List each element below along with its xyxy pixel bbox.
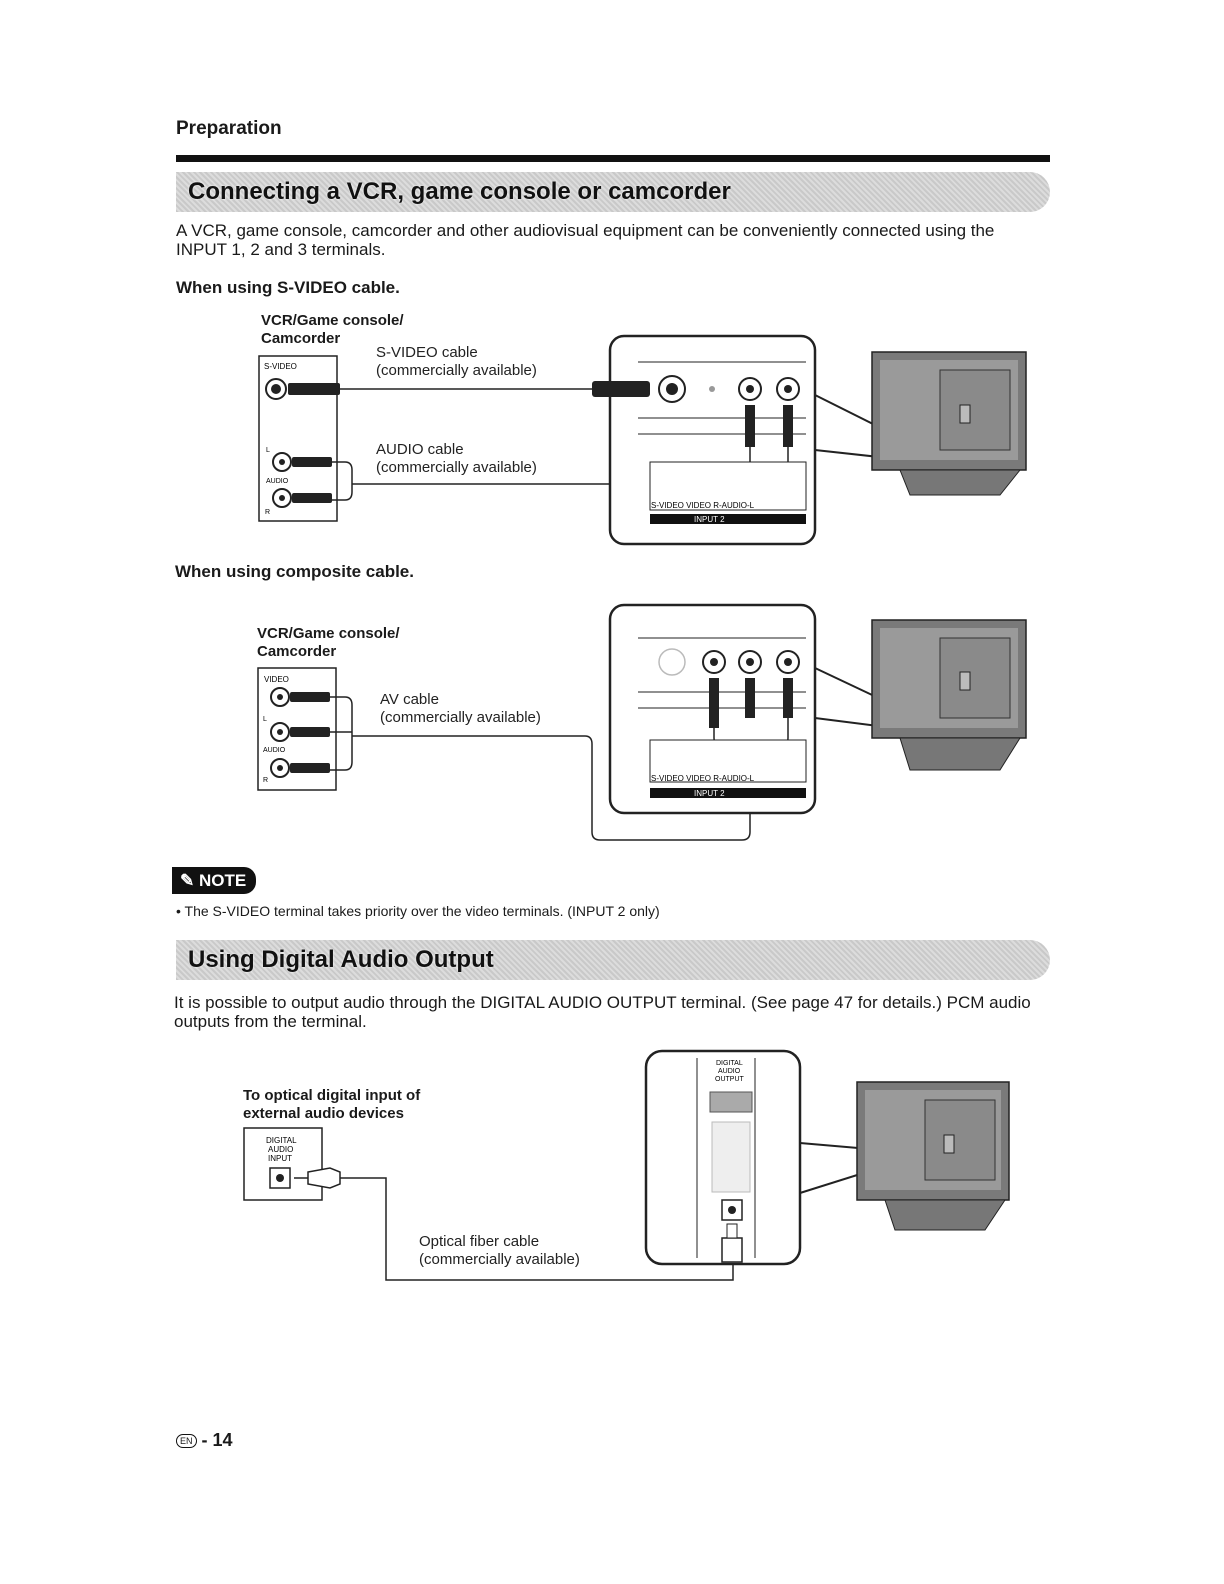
device-line-1: VCR/Game console/ <box>261 312 404 329</box>
svideo-device-label: VCR/Game console/ Camcorder <box>261 312 404 348</box>
tv-input-label: INPUT 2 <box>694 515 725 524</box>
av-plug-icon <box>290 727 330 737</box>
device-line-1: To optical digital input of <box>243 1087 421 1104</box>
optical-connection-diagram: DIGITAL AUDIO INPUT DIGITAL AUDIO OUTPUT <box>243 1049 1010 1281</box>
cable-name: Optical fiber cable <box>419 1233 540 1250</box>
intro-paragraph: A VCR, game console, camcorder and other… <box>176 221 1056 259</box>
svideo-heading: When using S-VIDEO cable. <box>176 278 400 297</box>
composite-device-label: VCR/Game console/ Camcorder <box>257 625 400 661</box>
tv-port-labels: S-VIDEO VIDEO R-AUDIO-L <box>651 774 755 783</box>
optical-plug-icon <box>721 1237 743 1263</box>
note-item: • The S-VIDEO terminal takes priority ov… <box>176 903 660 919</box>
tv-input-label: INPUT 2 <box>694 789 725 798</box>
tv-port-label-line: DIGITAL <box>716 1060 743 1067</box>
port-label-l: L <box>266 447 270 454</box>
port-label-line: INPUT <box>268 1154 292 1163</box>
page-footer: EN - 14 <box>176 1430 233 1451</box>
port-label-line: AUDIO <box>268 1145 293 1154</box>
section-band: Using Digital Audio Output <box>176 940 1050 980</box>
av-cable-label: AV cable (commercially available) <box>380 691 541 727</box>
pencil-icon: ✎ <box>180 871 199 890</box>
note-text: The S-VIDEO terminal takes priority over… <box>184 903 660 919</box>
svideo-connection-diagram: S-VIDEO L AUDIO R S-VIDEO VIDEO R-AUDIO-… <box>258 334 1027 546</box>
section-title: Using Digital Audio Output <box>188 946 494 973</box>
port-label-l: L <box>263 716 267 723</box>
audio-plug-icon <box>292 493 332 503</box>
svideo-plug-icon <box>592 381 650 397</box>
audio-device-label: To optical digital input of external aud… <box>243 1087 420 1123</box>
intro-line-1: A VCR, game console, camcorder and other… <box>176 221 995 240</box>
section-label: Preparation <box>176 118 282 139</box>
cable-availability: (commercially available) <box>419 1251 580 1268</box>
language-badge: EN <box>176 1434 197 1449</box>
port-label-video: VIDEO <box>264 675 289 684</box>
section-band: Connecting a VCR, game console or camcor… <box>176 172 1050 212</box>
composite-heading: When using composite cable. <box>175 562 414 581</box>
note-badge: ✎ NOTE <box>172 867 257 894</box>
intro-line-1: It is possible to output audio through t… <box>174 993 1031 1012</box>
svideo-plug-icon <box>288 383 340 395</box>
av-plug-icon <box>290 763 330 773</box>
audio-plug-icon <box>292 457 332 467</box>
port-label-line: DIGITAL <box>266 1136 297 1145</box>
intro-line-2: INPUT 1, 2 and 3 terminals. <box>176 240 386 259</box>
bullet-icon: • <box>176 903 181 919</box>
tv-svideo-port-icon <box>658 648 686 676</box>
intro-line-2: outputs from the terminal. <box>174 1012 367 1031</box>
port-label-r: R <box>265 509 270 516</box>
composite-connection-diagram: VIDEO L AUDIO R S-VIDEO VIDEO R-AUDIO-L … <box>257 603 1027 841</box>
page-number: 14 <box>212 1430 233 1450</box>
tv-port-labels: S-VIDEO VIDEO R-AUDIO-L <box>651 501 755 510</box>
port-label-audio: AUDIO <box>266 478 289 485</box>
note-badge-label: NOTE <box>198 871 247 890</box>
device-line-2: Camcorder <box>261 330 341 347</box>
optical-cable-label: Optical fiber cable (commercially availa… <box>419 1233 580 1269</box>
section-title: Connecting a VCR, game console or camcor… <box>188 178 731 205</box>
device-line-1: VCR/Game console/ <box>257 625 400 642</box>
header-rule <box>176 155 1050 162</box>
cable-name: S-VIDEO cable <box>376 344 478 361</box>
note-block: ✎ NOTE <box>172 867 257 894</box>
device-line-2: Camcorder <box>257 643 337 660</box>
footer-separator: - <box>201 1430 208 1450</box>
audio-cable-label: AUDIO cable (commercially available) <box>376 441 537 477</box>
tv-port-label-line: OUTPUT <box>715 1076 745 1083</box>
device-line-2: external audio devices <box>243 1105 404 1122</box>
cable-name: AV cable <box>380 691 439 708</box>
tv-port-label-line: AUDIO <box>718 1068 741 1075</box>
port-label-audio: AUDIO <box>263 747 286 754</box>
cable-name: AUDIO cable <box>376 441 464 458</box>
av-plug-icon <box>290 692 330 702</box>
port-label-r: R <box>263 777 268 784</box>
cable-availability: (commercially available) <box>380 709 541 726</box>
cable-availability: (commercially available) <box>376 459 537 476</box>
svideo-cable-label: S-VIDEO cable (commercially available) <box>376 344 537 380</box>
cable-availability: (commercially available) <box>376 362 537 379</box>
port-label-svideo: S-VIDEO <box>264 362 297 371</box>
digital-intro-paragraph: It is possible to output audio through t… <box>174 993 1054 1031</box>
